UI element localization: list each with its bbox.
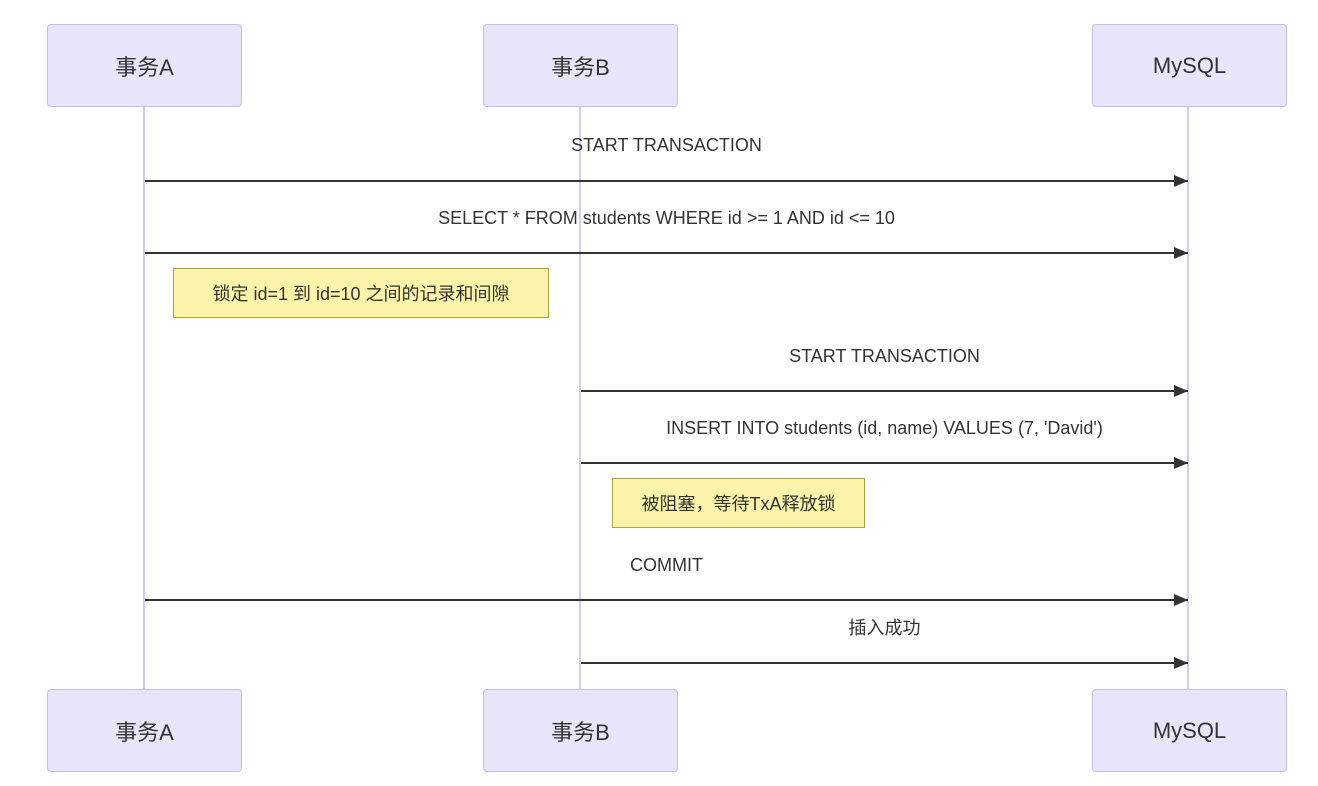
- actor-label: 事务A: [115, 719, 174, 745]
- note-label: 被阻塞，等待TxA释放锁: [641, 494, 836, 514]
- lifeline-mysql: [1187, 107, 1189, 689]
- note-gap-lock: 锁定 id=1 到 id=10 之间的记录和间隙: [173, 268, 549, 318]
- actor-label: MySQL: [1152, 717, 1227, 743]
- actor-top-txb: 事务B: [483, 24, 678, 107]
- actor-top-mysql: MySQL: [1092, 24, 1287, 107]
- message-label: SELECT * FROM students WHERE id >= 1 AND…: [438, 208, 895, 228]
- actor-bottom-txb: 事务B: [483, 689, 678, 772]
- message-label: START TRANSACTION: [571, 135, 762, 155]
- message-label: INSERT INTO students (id, name) VALUES (…: [666, 418, 1103, 438]
- arrowhead-icon: [1174, 175, 1188, 187]
- actor-bottom-mysql: MySQL: [1092, 689, 1287, 772]
- note-blocked: 被阻塞，等待TxA释放锁: [612, 478, 865, 528]
- message-label: 插入成功: [848, 618, 921, 638]
- arrowhead-icon: [1174, 457, 1188, 469]
- note-label: 锁定 id=1 到 id=10 之间的记录和间隙: [212, 284, 510, 304]
- lifeline-txb: [579, 107, 581, 689]
- arrowhead-icon: [1174, 657, 1188, 669]
- arrowhead-icon: [1174, 594, 1188, 606]
- message-label: COMMIT: [630, 555, 703, 575]
- message-line: [145, 599, 1188, 601]
- message-line: [145, 180, 1188, 182]
- arrowhead-icon: [1174, 385, 1188, 397]
- lifeline-txa: [143, 107, 145, 689]
- message-line: [581, 390, 1188, 392]
- actor-top-txa: 事务A: [47, 24, 242, 107]
- message-label: START TRANSACTION: [789, 346, 980, 366]
- actor-label: 事务A: [115, 54, 174, 80]
- actor-label: 事务B: [551, 54, 610, 80]
- actor-label: MySQL: [1152, 52, 1227, 78]
- message-line: [145, 252, 1188, 254]
- message-line: [581, 662, 1188, 664]
- actor-label: 事务B: [551, 719, 610, 745]
- actor-bottom-txa: 事务A: [47, 689, 242, 772]
- message-line: [581, 462, 1188, 464]
- arrowhead-icon: [1174, 247, 1188, 259]
